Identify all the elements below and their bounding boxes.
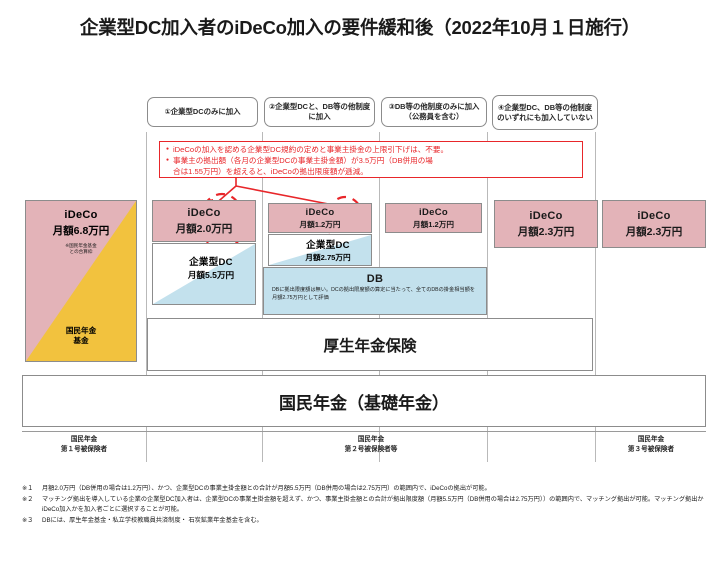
- column-6-ideco-block: iDeCo 月額2.3万円: [602, 200, 706, 248]
- column-divider-5: [595, 132, 596, 462]
- header-box-2-label: ②企業型DCと、DB等の他制度に加入: [268, 102, 371, 121]
- category-3-line2: 第３号被保険者: [627, 445, 675, 453]
- category-3: 国民年金 第３号被保険者: [596, 435, 706, 454]
- footnote-1: ※１ 月額2.0万円（DB併用の場合は1.2万円）、かつ、企業型DCの事業主掛金…: [22, 484, 706, 494]
- column-5-ideco-amount: 月額2.3万円: [517, 225, 575, 238]
- category-row-top-rule: [22, 431, 706, 432]
- column-4-ideco-block: iDeCo 月額1.2万円: [385, 203, 482, 233]
- category-2: 国民年金 第２号被保険者等: [147, 435, 595, 454]
- column-4-ideco-label: iDeCo: [419, 206, 448, 218]
- column-2-dc-label: 企業型DC: [189, 257, 233, 268]
- warning-line-2: 事業主の拠出額（各月の企業型DCの事業主掛金額）が3.5万円（DB併用の場: [166, 156, 577, 167]
- category-1: 国民年金 第１号被保険者: [22, 435, 146, 454]
- column-3-dc-label: 企業型DC: [306, 240, 350, 251]
- column-6-ideco-label: iDeCo: [637, 209, 671, 222]
- column-1-ideco-amount: 月額6.8万円: [52, 225, 110, 237]
- kosei-nenkin-label: 厚生年金保険: [323, 337, 417, 355]
- column-5-ideco-label: iDeCo: [529, 209, 563, 222]
- page-title: 企業型DC加入者のiDeCo加入の要件緩和後（2022年10月１日施行）: [79, 17, 641, 38]
- column-5-ideco-block: iDeCo 月額2.3万円: [494, 200, 598, 248]
- warning-line-1: iDeCoの加入を認める企業型DC規約の定めと事業主掛金の上限引下げは、不要。: [166, 145, 577, 156]
- column-3-ideco-block: iDeCo 月額1.2万円: [268, 203, 372, 233]
- column-3-dc-block: 企業型DC 月額2.75万円: [268, 234, 372, 266]
- column-divider-4: [487, 132, 488, 462]
- column-1-kikin-label-group: 国民年金 基金: [26, 326, 136, 347]
- column-1-ideco-label-group: iDeCo 月額6.8万円 ※国民年金基金 との合算枠: [26, 209, 136, 255]
- warning-callout: iDeCoの加入を認める企業型DC規約の定めと事業主掛金の上限引下げは、不要。 …: [159, 141, 583, 178]
- column-4-ideco-amount: 月額1.2万円: [413, 219, 454, 229]
- column-2-dc-block: 企業型DC 月額5.5万円: [152, 243, 256, 305]
- kokumin-nenkin-label: 国民年金（基礎年金）: [279, 393, 449, 413]
- column-2-ideco-block: iDeCo 月額2.0万円: [152, 200, 256, 242]
- column-1-ideco-kikin-stack: iDeCo 月額6.8万円 ※国民年金基金 との合算枠 国民年金 基金: [25, 200, 137, 362]
- footnote-1-text: 月額2.0万円（DB併用の場合は1.2万円）、かつ、企業型DCの事業主掛金額との…: [42, 485, 491, 492]
- footnote-2-text: マッチング拠出を導入している企業の企業型DC加入者は、企業型DCの事業主掛金額を…: [42, 496, 704, 514]
- header-box-4: ④企業型DC、DB等の他制度のいずれにも加入していない: [492, 95, 598, 130]
- footnote-3-marker: ※３: [22, 517, 34, 525]
- column-3-ideco-amount: 月額1.2万円: [299, 219, 341, 229]
- column-1-kikin-label: 国民年金 基金: [65, 325, 97, 346]
- kosei-nenkin-band: 厚生年金保険: [147, 318, 593, 371]
- footnote-3: ※３ DBには、厚生年金基金・私立学校教職員共済制度・ 石炭鉱業年金基金を含む。: [22, 516, 706, 526]
- header-box-1-label: ①企業型DCのみに加入: [164, 107, 241, 117]
- column-2-dc-amount: 月額5.5万円: [187, 270, 235, 280]
- db-block: DB DBに拠出限度額は無い。DCの拠出限度額の算定に当たって、全てのDBの掛金…: [263, 267, 487, 315]
- footnote-2-marker: ※２: [22, 496, 34, 504]
- footnote-3-text: DBには、厚生年金基金・私立学校教職員共済制度・ 石炭鉱業年金基金を含む。: [42, 517, 263, 525]
- column-1-ideco-note: ※国民年金基金 との合算枠: [65, 243, 97, 255]
- column-3-dc-amount: 月額2.75万円: [305, 253, 351, 262]
- header-box-2: ②企業型DCと、DB等の他制度に加入: [264, 97, 375, 127]
- category-2-line2: 第２号被保険者等: [344, 445, 398, 453]
- footnote-2: ※２ マッチング拠出を導入している企業の企業型DC加入者は、企業型DCの事業主掛…: [22, 495, 706, 515]
- column-6-ideco-amount: 月額2.3万円: [625, 225, 683, 238]
- column-1-ideco-label: iDeCo: [64, 209, 98, 221]
- kokumin-nenkin-band: 国民年金（基礎年金）: [22, 375, 706, 427]
- column-divider-1: [146, 132, 147, 462]
- header-box-4-label: ④企業型DC、DB等の他制度のいずれにも加入していない: [497, 102, 593, 122]
- header-box-3: ③DB等の他制度のみに加入（公務員を含む）: [381, 97, 487, 127]
- footnote-1-marker: ※１: [22, 485, 34, 492]
- header-box-3-label: ③DB等の他制度のみに加入（公務員を含む）: [388, 102, 480, 121]
- category-1-line1: 国民年金: [70, 436, 98, 443]
- column-2-ideco-amount: 月額2.0万円: [175, 222, 233, 235]
- category-3-line1: 国民年金: [637, 436, 665, 443]
- column-3-ideco-label: iDeCo: [305, 206, 335, 218]
- column-2-ideco-label: iDeCo: [187, 206, 221, 219]
- column-2-dc-label-group: 企業型DC 月額5.5万円: [173, 254, 249, 281]
- column-3-dc-label-group: 企業型DC 月額2.75万円: [289, 237, 367, 263]
- db-label: DB: [366, 273, 384, 285]
- warning-line-3: 合は1.55万円）を超えると、iDeCoの拠出限度額が逓減。: [173, 166, 368, 176]
- column-divider-2: [262, 132, 263, 462]
- header-box-1: ①企業型DCのみに加入: [147, 97, 258, 127]
- category-1-line2: 第１号被保険者: [60, 445, 108, 453]
- category-2-line1: 国民年金: [357, 436, 385, 443]
- footnotes: ※１ 月額2.0万円（DB併用の場合は1.2万円）、かつ、企業型DCの事業主掛金…: [22, 484, 706, 527]
- db-note: DBに拠出限度額は無い。DCの拠出限度額の算定に当たって、全てのDBの掛金相当額…: [272, 287, 475, 301]
